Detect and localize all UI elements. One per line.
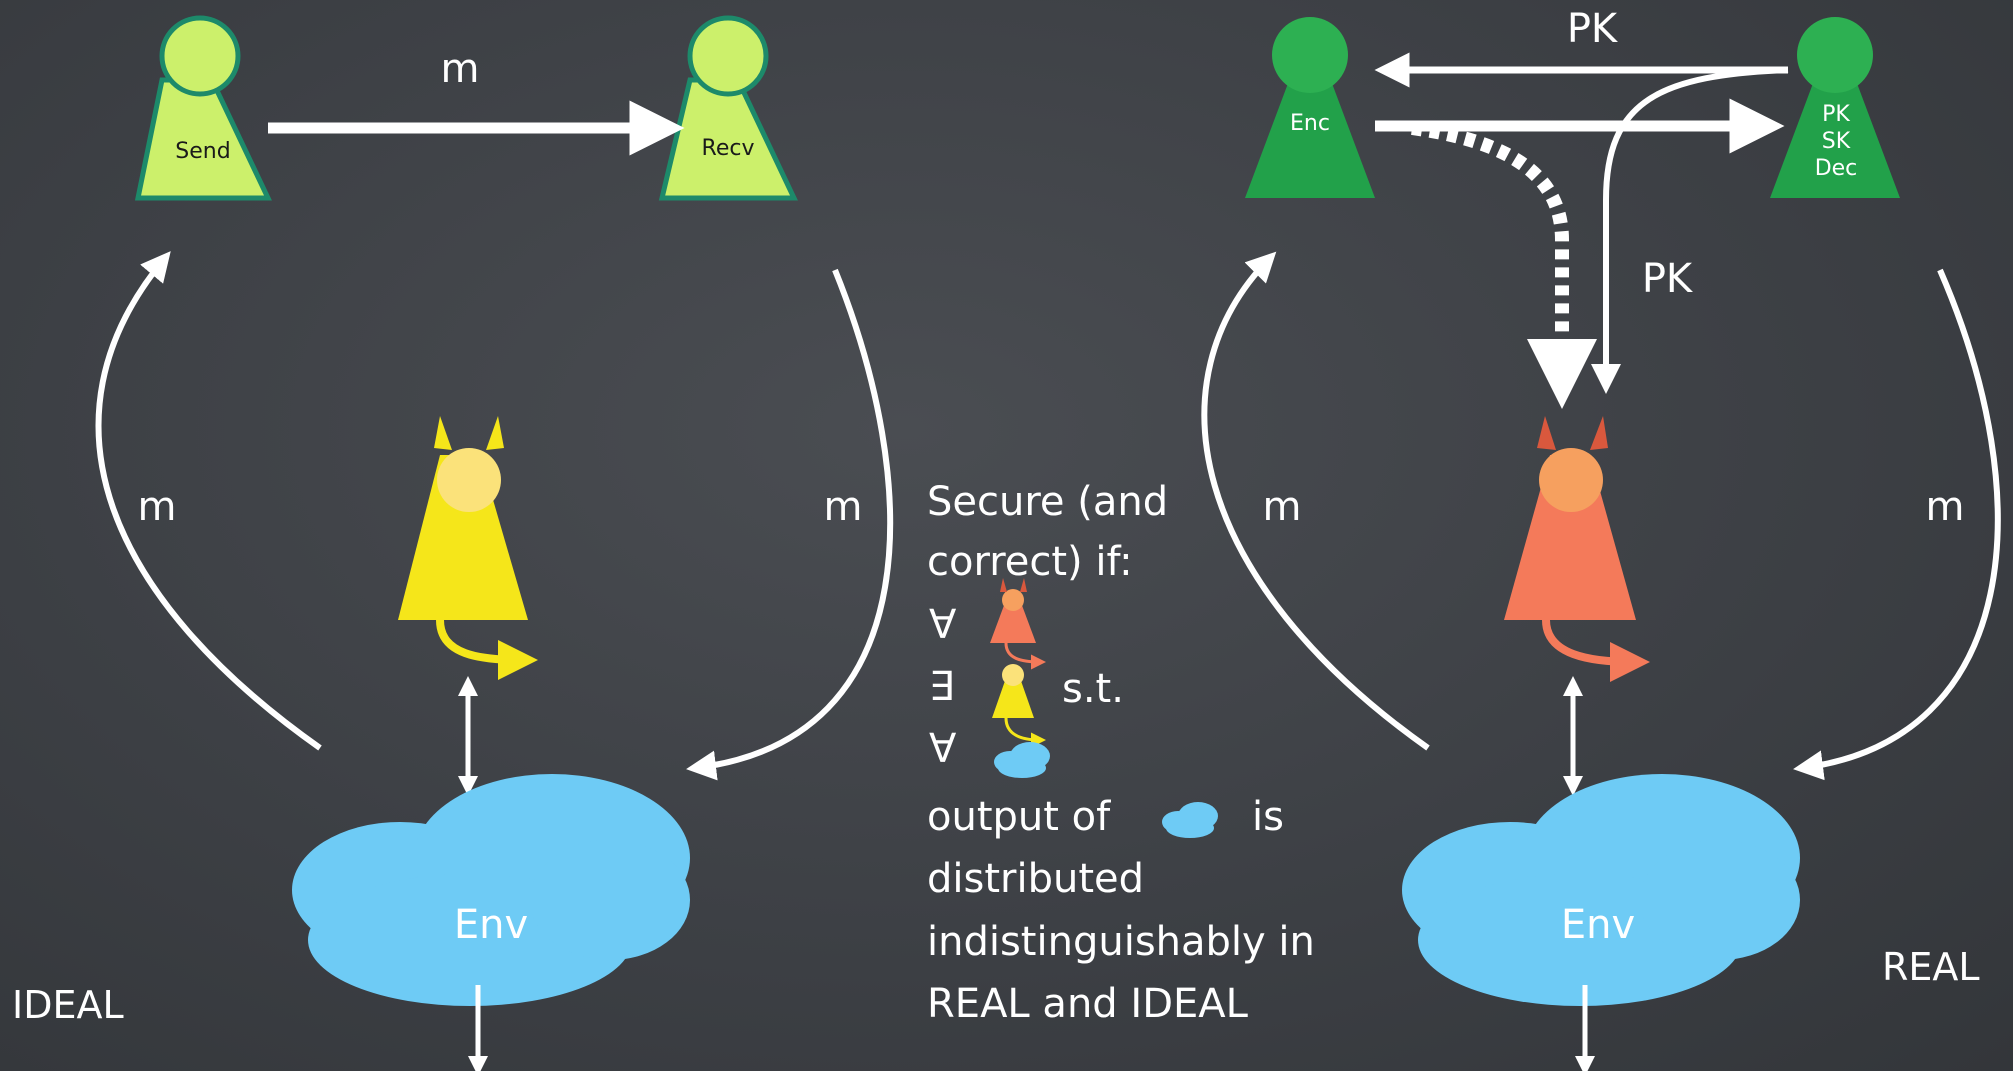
forall-symbol: ∀: [929, 726, 957, 772]
public-key-label: PK: [1567, 6, 1619, 52]
pawn-icon: [134, 15, 272, 201]
enc-party-label: Enc: [1290, 111, 1330, 136]
send-party-label: Send: [175, 139, 230, 164]
eavesdrop-arrow: [1411, 121, 1597, 409]
real-world: Enc PK SK Dec PK PK m m: [1201, 6, 2001, 1071]
cloud-icon: [292, 774, 690, 1006]
definition-line-7: indistinguishably in: [927, 919, 1315, 965]
dec-label: Dec: [1815, 156, 1858, 181]
ideal-world-label: IDEAL: [12, 983, 124, 1027]
definition-line-2: correct) if:: [927, 539, 1133, 585]
is-label: is: [1252, 794, 1284, 840]
forall-symbol: ∀: [929, 602, 957, 648]
output-arrow: [686, 268, 894, 781]
exists-symbol: ∃: [929, 664, 954, 710]
public-key-broadcast-arrow: [1591, 67, 1789, 394]
input-message-label: m: [1263, 484, 1302, 530]
output-message-label: m: [824, 484, 863, 530]
cloud-icon: [1402, 774, 1800, 1006]
cloud-icon: [994, 742, 1050, 778]
broadcast-key-label: PK: [1642, 256, 1694, 302]
dec-pk-label: PK: [1822, 102, 1850, 127]
definition-line-1: Secure (and: [927, 479, 1168, 525]
output-of-label: output of: [927, 794, 1111, 840]
input-arrow: [95, 251, 322, 751]
message-label: m: [441, 46, 480, 92]
input-message-label: m: [138, 484, 177, 530]
pawn-icon: [1245, 17, 1375, 198]
environment-label: Env: [1561, 902, 1635, 948]
real-world-label: REAL: [1882, 945, 1980, 989]
environment-label: Env: [454, 902, 528, 948]
cloud-icon: [1162, 802, 1218, 838]
output-message-label: m: [1926, 484, 1965, 530]
pawn-icon: [1770, 17, 1900, 198]
output-arrow: [1793, 268, 2001, 781]
dec-sk-label: SK: [1822, 129, 1851, 154]
definition-line-6: distributed: [927, 856, 1144, 902]
input-arrow: [1201, 251, 1430, 751]
recv-party-label: Recv: [702, 136, 755, 161]
pawn-icon: [658, 15, 798, 201]
devil-icon: [990, 578, 1046, 670]
devil-icon: [992, 664, 1046, 748]
such-that-label: s.t.: [1062, 666, 1124, 712]
security-definition: Secure (and correct) if: ∀ ∃ s.t. ∀ outp…: [927, 479, 1315, 1027]
devil-icon: [1504, 416, 1650, 682]
devil-icon: [398, 416, 538, 680]
ideal-world: Send Recv m m m: [12, 15, 894, 1071]
definition-line-8: REAL and IDEAL: [927, 981, 1249, 1027]
